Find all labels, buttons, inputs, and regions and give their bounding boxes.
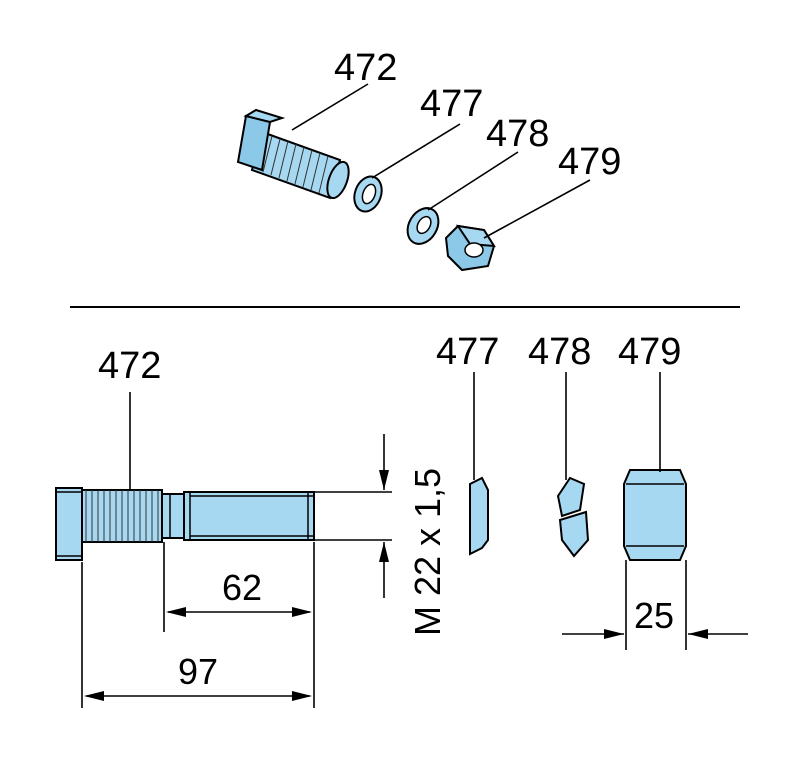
exploded-label-479: 479 (558, 141, 621, 183)
dim-25-label: 25 (634, 595, 674, 636)
section-label-479: 479 (618, 331, 681, 373)
leader-479-top (483, 179, 591, 239)
dim-thread-spec: M 22 x 1,5 (407, 468, 448, 636)
section-washer-478 (556, 476, 590, 558)
exploded-label-477: 477 (420, 83, 483, 125)
exploded-bolt-472 (236, 108, 350, 200)
exploded-view: 472 477 478 479 (236, 47, 621, 272)
section-nut-479 (623, 469, 687, 561)
exploded-bolt-threads (262, 135, 329, 194)
exploded-label-472: 472 (334, 47, 397, 89)
exploded-washer-477 (353, 175, 383, 213)
leader-478-top (427, 151, 519, 211)
section-label-478: 478 (528, 331, 591, 373)
section-label-472: 472 (98, 345, 161, 387)
leader-472-top (291, 83, 369, 131)
section-washer-477 (469, 476, 489, 556)
exploded-washer-478 (406, 207, 440, 245)
dim-25-arrow-left (604, 629, 624, 639)
dim-97-label: 97 (178, 651, 218, 692)
dim-thread-arrow-bottom (379, 542, 389, 562)
section-bolt-knurl (85, 490, 159, 542)
exploded-nut-479 (444, 224, 496, 272)
dim-97-arrow-right (292, 691, 312, 701)
dim-97-arrow-left (84, 691, 104, 701)
dim-62-label: 62 (222, 567, 262, 608)
dim-62-arrow-right (292, 607, 312, 617)
dim-62-arrow-left (166, 607, 186, 617)
exploded-label-478: 478 (486, 113, 549, 155)
section-view: 472 477 478 479 M 22 x 1,5 62 97 25 (55, 331, 748, 708)
section-bolt-472 (55, 487, 315, 561)
dim-25-arrow-right (688, 629, 708, 639)
dim-thread-arrow-top (379, 470, 389, 490)
section-label-477: 477 (436, 331, 499, 373)
leader-477-top (371, 123, 461, 179)
